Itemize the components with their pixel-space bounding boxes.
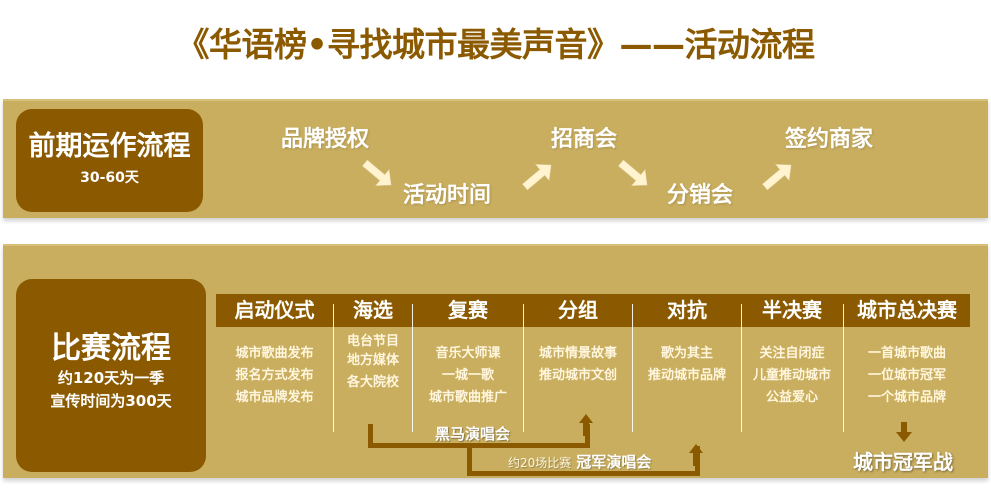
pre-phase-title: 前期运作流程: [28, 131, 191, 162]
step-brand-authorization: 品牌授权: [281, 127, 370, 152]
stage-items: 音乐大师课 一城一歌 城市歌曲推广: [428, 346, 507, 405]
competition-season-length: 约120天为一季: [57, 369, 165, 387]
stage-launch: 启动仪式 城市歌曲发布 报名方式发布 城市品牌发布: [216, 294, 333, 409]
stage-header: 分组: [558, 298, 598, 322]
arrow-up-icon: [689, 444, 703, 466]
step-distribution-meeting: 分销会: [667, 183, 734, 208]
pre-phase-panel: 前期运作流程 30-60天 品牌授权 活动时间 招商会 分销会 签约商家: [3, 99, 988, 218]
stage-items: 城市歌曲发布 报名方式发布 城市品牌发布: [235, 346, 314, 405]
stage-audition: 海选 电台节目 地方媒体 各大院校: [334, 294, 412, 392]
dark-horse-concert-bracket: [368, 424, 590, 448]
champion-concert-title: 冠军演唱会: [576, 453, 652, 471]
stage-items: 城市情景故事 推动城市文创: [538, 346, 617, 383]
stage-header: 海选: [353, 298, 393, 322]
arrow-up-right-icon: [759, 157, 797, 195]
stage-grouping: 分组 城市情景故事 推动城市文创: [524, 294, 632, 387]
stage-semifinal: 半决赛 关注自闭症 儿童推动城市 公益爱心: [742, 294, 842, 409]
arrow-up-right-icon: [519, 157, 557, 195]
match-count: 约20场比赛: [508, 456, 572, 470]
column-divider: [741, 304, 742, 432]
city-champion-battle: 城市冠军战: [853, 450, 953, 474]
dark-horse-concert-label: 黑马演唱会: [435, 425, 511, 443]
stage-items: 歌为其主 推动城市品牌: [647, 346, 726, 383]
stage-header: 启动仪式: [234, 298, 315, 322]
champion-concert-label: 约20场比赛 冠军演唱会: [508, 451, 651, 472]
step-sign-merchants: 签约商家: [785, 127, 874, 152]
stage-header: 复赛: [448, 298, 488, 322]
column-divider: [632, 304, 633, 432]
pre-phase-duration: 30-60天: [80, 170, 139, 186]
stage-items: 电台节目 地方媒体 各大院校: [346, 334, 399, 390]
stage-rematch: 复赛 音乐大师课 一城一歌 城市歌曲推广: [413, 294, 523, 409]
column-divider: [523, 304, 524, 432]
competition-panel: 比赛流程 约120天为一季 宣传时间为300天 启动仪式 城市歌曲发布 报名方式…: [3, 244, 988, 478]
stage-confrontation: 对抗 歌为其主 推动城市品牌: [633, 294, 741, 387]
column-divider: [333, 304, 334, 432]
arrow-up-icon: [579, 414, 593, 436]
column-divider: [843, 304, 844, 432]
page-title: 《华语榜•寻找城市最美声音》——活动流程: [176, 25, 815, 64]
stage-items: 一首城市歌曲 一位城市冠军 一个城市品牌: [867, 346, 946, 405]
stage-header: 城市总决赛: [857, 298, 957, 322]
step-investment-meeting: 招商会: [551, 127, 618, 152]
stage-header: 半决赛: [762, 298, 822, 322]
stage-header: 对抗: [667, 298, 707, 322]
stage-header-bar: [216, 294, 970, 327]
stage-city-final: 城市总决赛 一首城市歌曲 一位城市冠军 一个城市品牌: [844, 294, 970, 409]
arrow-down-right-icon: [359, 155, 397, 193]
pre-phase-label-box: 前期运作流程 30-60天: [16, 109, 203, 212]
competition-label-box: 比赛流程 约120天为一季 宣传时间为300天: [16, 279, 206, 472]
arrow-down-icon: [896, 422, 912, 442]
arrow-down-right-icon: [615, 155, 653, 193]
stage-items: 关注自闭症 儿童推动城市 公益爱心: [752, 346, 831, 405]
competition-promo-length: 宣传时间为300天: [50, 392, 172, 410]
competition-title: 比赛流程: [51, 331, 171, 366]
column-divider: [412, 304, 413, 432]
step-activity-time: 活动时间: [403, 183, 492, 208]
